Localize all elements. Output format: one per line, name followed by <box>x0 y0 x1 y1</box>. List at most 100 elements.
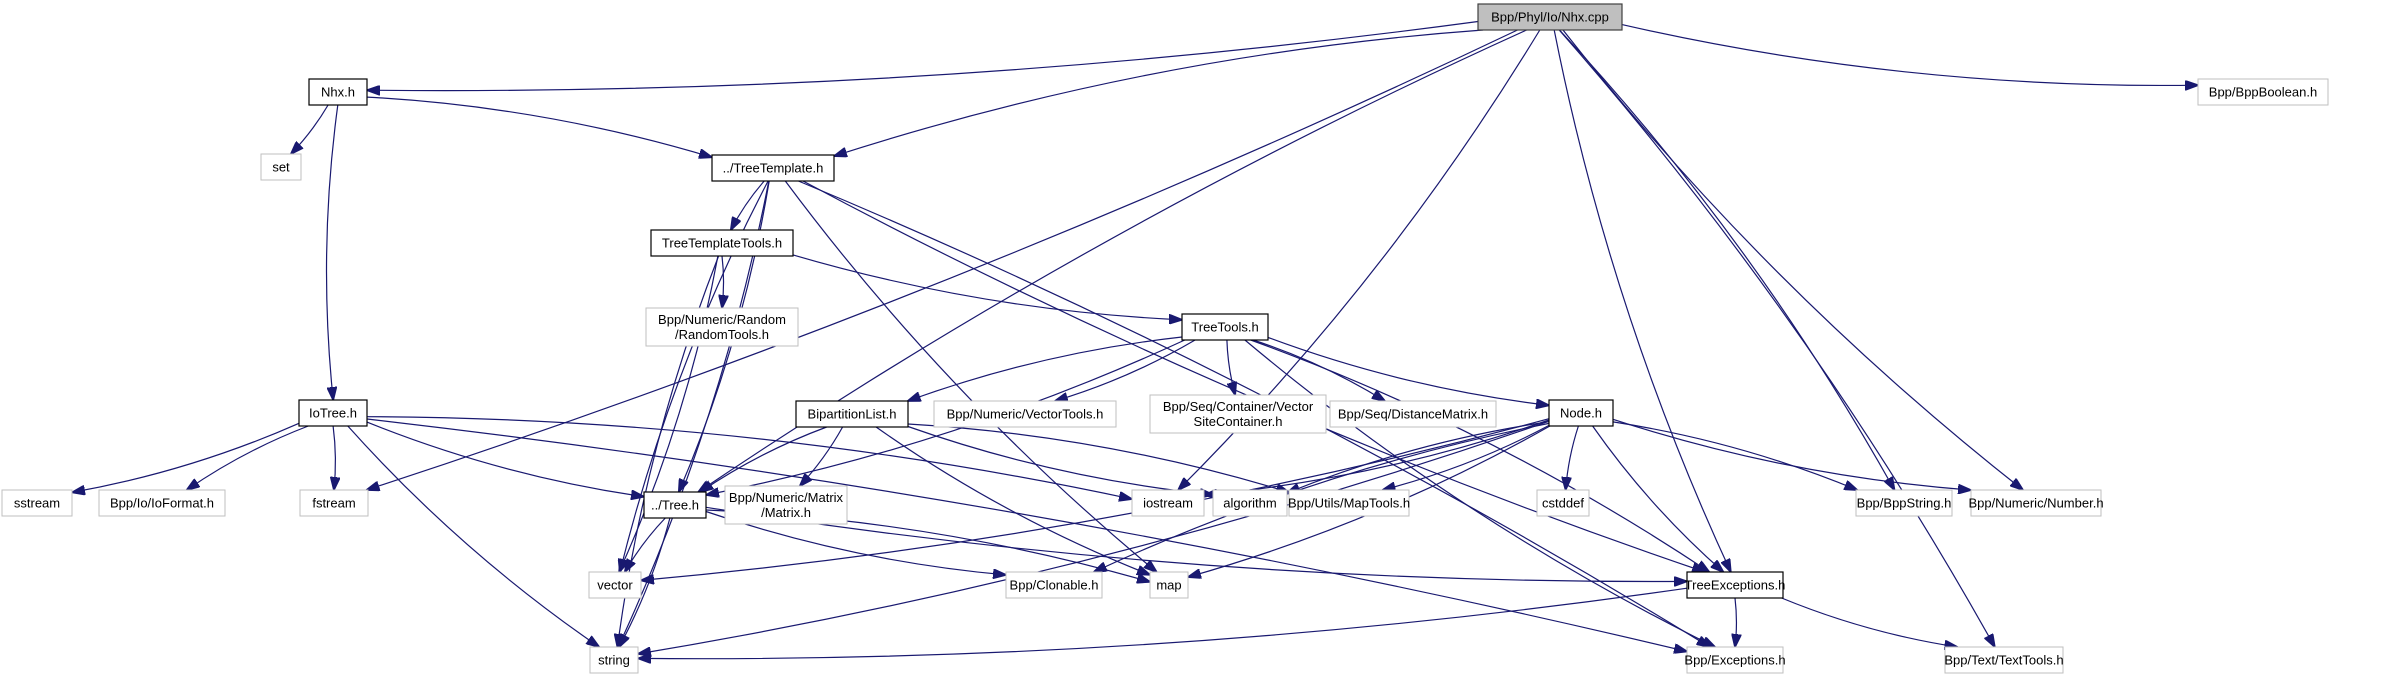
edge-treetools-to-vectortools <box>1055 339 1196 401</box>
node-map: map <box>1149 571 1189 599</box>
edge-iotree-to-fstream <box>333 425 335 490</box>
node-box-nhxh[interactable] <box>308 78 368 106</box>
edge-nodeh-to-vector <box>641 418 1550 581</box>
edge-iotree-to-treeh <box>366 421 644 497</box>
node-box-iostream <box>1131 489 1205 517</box>
node-label: TreeTools.h <box>1191 320 1258 335</box>
node-maptools: Bpp/Utils/MapTools.h <box>1288 489 1410 517</box>
edge-nhxcpp-to-bppboolean <box>1621 24 2198 86</box>
node-nhxcpp[interactable]: Bpp/Phyl/Io/Nhx.cpp <box>1477 3 1623 31</box>
node-treeexceptions[interactable]: TreeExceptions.h <box>1685 571 1786 599</box>
node-bppstring: Bpp/BppString.h <box>1855 489 1953 517</box>
edge-treeexceptions-to-string <box>638 587 1688 658</box>
node-box-treetemplate[interactable] <box>711 154 835 182</box>
node-string: string <box>589 646 639 674</box>
node-nhxh[interactable]: Nhx.h <box>308 78 368 106</box>
edges-layer <box>72 20 2198 659</box>
edge-treetools-to-treeexceptions <box>1250 339 1710 572</box>
node-box-bppstring <box>1855 489 1953 517</box>
node-box-bipartition[interactable] <box>795 400 909 428</box>
node-distmatrix: Bpp/Seq/DistanceMatrix.h <box>1329 400 1497 428</box>
edge-nodeh-to-clonable <box>1094 422 1550 572</box>
edge-treetools-to-bipartition <box>908 336 1183 401</box>
node-fstream: fstream <box>299 489 369 517</box>
node-label: BipartitionList.h <box>808 407 897 422</box>
node-label: SiteContainer.h <box>1194 414 1283 429</box>
node-set: set <box>260 153 302 181</box>
node-box-vector <box>588 571 642 599</box>
edge-treetemplate-to-treetemplatetools <box>731 180 765 230</box>
node-box-treetemplatetools[interactable] <box>650 229 794 257</box>
edge-iotree-to-string <box>347 425 599 647</box>
edge-treetools-to-vectorsite <box>1226 339 1235 395</box>
node-ioformat: Bpp/Io/IoFormat.h <box>98 489 226 517</box>
node-label: /RandomTools.h <box>675 327 769 342</box>
node-vector: vector <box>588 571 642 599</box>
node-box-nhxcpp[interactable] <box>1477 3 1623 31</box>
node-label: Bpp/Phyl/Io/Nhx.cpp <box>1491 10 1609 25</box>
node-iotree[interactable]: IoTree.h <box>298 399 368 427</box>
node-box-bppboolean <box>2197 78 2329 106</box>
edge-nodeh-to-string <box>638 420 1550 654</box>
node-box-randomtools <box>645 307 799 347</box>
node-label: vector <box>597 578 633 593</box>
node-label: cstddef <box>1542 496 1584 511</box>
edge-nhxh-to-treetemplate <box>366 96 712 157</box>
node-box-algorithm <box>1212 489 1288 517</box>
node-treetools[interactable]: TreeTools.h <box>1181 313 1269 341</box>
node-box-treetools[interactable] <box>1181 313 1269 341</box>
node-box-texttools <box>1944 646 2064 674</box>
node-box-distmatrix <box>1329 400 1497 428</box>
edge-nhxcpp-to-nhxh <box>367 20 1479 91</box>
node-box-string <box>589 646 639 674</box>
node-box-vectortools <box>933 400 1117 428</box>
node-label: Bpp/BppString.h <box>1857 496 1952 511</box>
node-randomtools: Bpp/Numeric/Random/RandomTools.h <box>645 307 799 347</box>
edge-nhxcpp-to-fstream <box>367 29 1518 490</box>
node-label: Bpp/Clonable.h <box>1010 578 1099 593</box>
edge-nodeh-to-bppstring <box>1612 421 1857 490</box>
edge-treeh-to-string <box>619 517 671 647</box>
edge-treeh-to-vector <box>625 517 666 572</box>
node-treeh[interactable]: ../Tree.h <box>643 491 707 519</box>
edge-treetools-to-distmatrix <box>1252 339 1385 401</box>
edge-nhxcpp-to-texttools <box>1558 29 1995 647</box>
node-box-treeh[interactable] <box>643 491 707 519</box>
edge-nhxcpp-to-number <box>1562 29 2023 490</box>
edge-bipartition-to-matrix <box>800 426 844 486</box>
node-label: Bpp/BppBoolean.h <box>2209 85 2317 100</box>
node-box-matrix <box>724 485 848 525</box>
node-cstddef: cstddef <box>1536 489 1590 517</box>
edge-treeh-to-treeexceptions <box>705 506 1687 581</box>
node-nodeh[interactable]: Node.h <box>1548 399 1614 427</box>
node-box-vectorsite <box>1149 394 1327 434</box>
edge-nodeh-to-treeexceptions <box>1592 425 1724 572</box>
edge-nodeh-to-maptools <box>1383 424 1550 490</box>
edge-iotree-to-sstream <box>72 422 300 492</box>
node-sstream: sstream <box>1 489 73 517</box>
node-clonable: Bpp/Clonable.h <box>1005 571 1103 599</box>
node-label: sstream <box>14 496 60 511</box>
node-label: Bpp/Numeric/Matrix <box>729 490 844 505</box>
node-label: Bpp/Numeric/Number.h <box>1968 496 2103 511</box>
edge-iotree-to-exceptions <box>366 418 1687 652</box>
node-label: Bpp/Utils/MapTools.h <box>1288 496 1410 511</box>
node-matrix: Bpp/Numeric/Matrix/Matrix.h <box>724 485 848 525</box>
edge-treetools-to-exceptions <box>1244 339 1715 647</box>
node-box-number <box>1970 489 2102 517</box>
node-treetemplatetools[interactable]: TreeTemplateTools.h <box>650 229 794 257</box>
node-vectortools: Bpp/Numeric/VectorTools.h <box>933 400 1117 428</box>
edge-nodeh-to-cstddef <box>1566 425 1579 490</box>
node-treetemplate[interactable]: ../TreeTemplate.h <box>711 154 835 182</box>
node-box-ioformat <box>98 489 226 517</box>
node-iostream: iostream <box>1131 489 1205 517</box>
node-box-nodeh[interactable] <box>1548 399 1614 427</box>
node-label: TreeTemplateTools.h <box>662 236 782 251</box>
node-bipartition[interactable]: BipartitionList.h <box>795 400 909 428</box>
node-box-iotree[interactable] <box>298 399 368 427</box>
node-label: Bpp/Io/IoFormat.h <box>110 496 214 511</box>
node-label: IoTree.h <box>309 406 357 421</box>
node-box-treeexceptions[interactable] <box>1686 571 1784 599</box>
node-box-clonable <box>1005 571 1103 599</box>
